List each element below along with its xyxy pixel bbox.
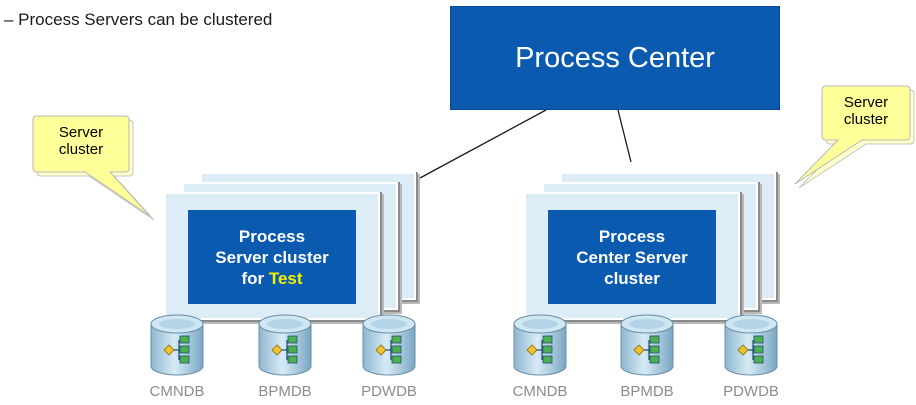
right-cluster-line1: Process xyxy=(598,226,666,246)
callout-left-line2: cluster xyxy=(58,141,104,158)
database-label: CMNDB xyxy=(512,383,568,400)
database-left-cluster-bpmdb: BPMDB xyxy=(250,314,320,400)
callout-right-line1: Server xyxy=(843,94,889,111)
callout-right-line2: cluster xyxy=(843,111,889,128)
database-icon xyxy=(510,314,570,383)
left-cluster-line3: for Test xyxy=(188,268,356,289)
database-label: BPMDB xyxy=(620,383,674,400)
callout-left: Server cluster xyxy=(36,124,126,158)
left-cluster-highlight: Test xyxy=(268,268,303,288)
database-icon xyxy=(147,314,207,383)
database-left-cluster-pdwdb: PDWDB xyxy=(354,314,424,400)
left-cluster-line1: Process xyxy=(238,226,306,246)
database-label: PDWDB xyxy=(361,383,417,400)
connector-right xyxy=(617,109,632,163)
process-center-box: Process Center xyxy=(450,6,780,110)
database-icon xyxy=(255,314,315,383)
left-cluster-box: Process Server cluster for Test xyxy=(188,210,356,304)
database-left-cluster-cmndb: CMNDB xyxy=(142,314,212,400)
bullet-text: – Process Servers can be clustered xyxy=(4,10,273,29)
database-right-cluster-cmndb: CMNDB xyxy=(505,314,575,400)
callout-right: Server cluster xyxy=(825,94,907,128)
database-label: CMNDB xyxy=(149,383,205,400)
database-icon xyxy=(617,314,677,383)
database-label: BPMDB xyxy=(258,383,312,400)
database-right-cluster-pdwdb: PDWDB xyxy=(716,314,786,400)
right-cluster-line3: cluster xyxy=(604,268,660,288)
left-cluster-line2: Server cluster xyxy=(215,247,329,267)
database-label: PDWDB xyxy=(723,383,779,400)
database-icon xyxy=(721,314,781,383)
right-cluster-line2: Center Server xyxy=(576,247,688,267)
right-cluster-box: Process Center Server cluster xyxy=(548,210,716,304)
database-icon xyxy=(359,314,419,383)
left-cluster-line3-prefix: for xyxy=(241,268,269,288)
connector-left xyxy=(419,109,547,179)
callout-left-line1: Server xyxy=(58,124,104,141)
database-right-cluster-bpmdb: BPMDB xyxy=(612,314,682,400)
process-center-label: Process Center xyxy=(515,41,715,74)
